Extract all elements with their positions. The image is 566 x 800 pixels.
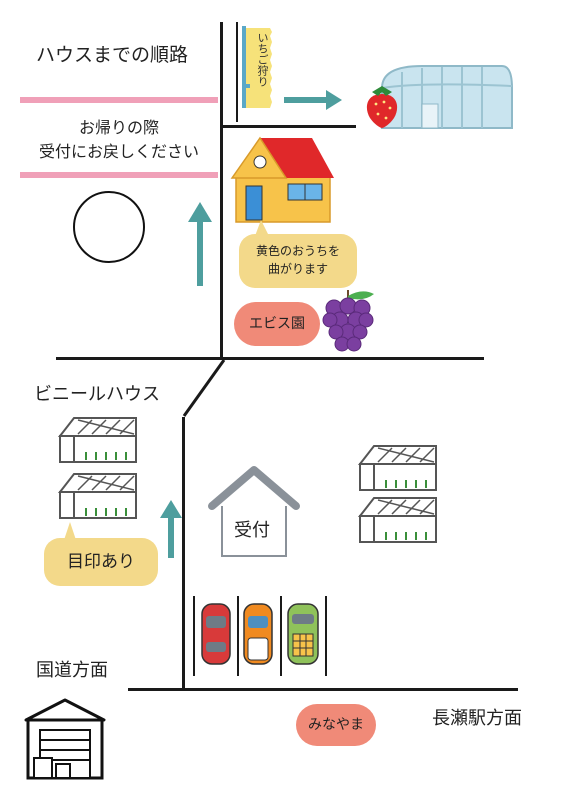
yellow-house-note-line2: 曲がります xyxy=(267,262,328,276)
parking-line xyxy=(280,596,282,676)
pink-divider-bottom xyxy=(20,172,218,178)
speech-bubble-tail xyxy=(64,522,76,540)
ebisu-cloud: エビス園 xyxy=(234,302,320,346)
landmark-note: 目印あり xyxy=(44,538,158,586)
return-note-line1: お帰りの際 xyxy=(78,118,159,137)
vinyl-house-icon xyxy=(357,497,437,543)
banner-flag-shape xyxy=(242,26,272,108)
warehouse-icon xyxy=(24,698,106,780)
car-icon xyxy=(201,603,231,665)
arrow-up-icon xyxy=(160,500,182,558)
arrow-up-icon xyxy=(188,202,212,286)
yellow-house-icon xyxy=(230,136,334,223)
national-road-label: 国道方面 xyxy=(36,660,108,681)
arrow-right-icon xyxy=(284,90,342,110)
road-diagonal xyxy=(182,359,226,417)
yellow-house-note-line1: 黄色のおうちを xyxy=(255,244,340,258)
road-lower-vertical xyxy=(182,417,185,690)
road-mid-horizontal xyxy=(56,357,484,360)
pink-divider-top xyxy=(20,97,218,103)
vinyl-house-icon xyxy=(57,473,137,519)
grape-icon xyxy=(322,290,374,352)
strawberry-banner: いちご狩り xyxy=(240,22,274,110)
vinyl-house-label: ビニールハウス xyxy=(34,384,160,405)
parking-line xyxy=(237,596,239,676)
reception-label: 受付 xyxy=(234,520,270,541)
strawberry-icon xyxy=(366,86,398,128)
minayama-cloud: みなやま xyxy=(296,704,376,746)
return-note-line2: 受付にお戻しください xyxy=(38,142,199,161)
vinyl-house-icon xyxy=(357,445,437,491)
yellow-house-note: 黄色のおうちを 曲がります xyxy=(239,234,357,288)
car-icon xyxy=(243,603,273,665)
parking-line xyxy=(193,596,195,676)
stamp-circle xyxy=(73,191,145,263)
road-lane-line xyxy=(236,22,238,122)
map-title: ハウスまでの順路 xyxy=(36,44,189,66)
vinyl-house-icon xyxy=(57,417,137,463)
car-icon xyxy=(287,603,319,665)
road-branch-right xyxy=(223,125,356,128)
speech-bubble-tail xyxy=(255,220,269,236)
parking-line xyxy=(325,596,327,676)
road-upper-vertical xyxy=(220,22,223,360)
nagase-station-label: 長瀬駅方面 xyxy=(432,708,522,729)
road-bottom-horizontal xyxy=(128,688,518,691)
reception-house-icon xyxy=(208,466,300,557)
greenhouse-icon xyxy=(381,65,513,129)
return-note: お帰りの際 受付にお戻しください xyxy=(20,116,218,164)
banner-text: いちご狩り xyxy=(256,32,269,87)
